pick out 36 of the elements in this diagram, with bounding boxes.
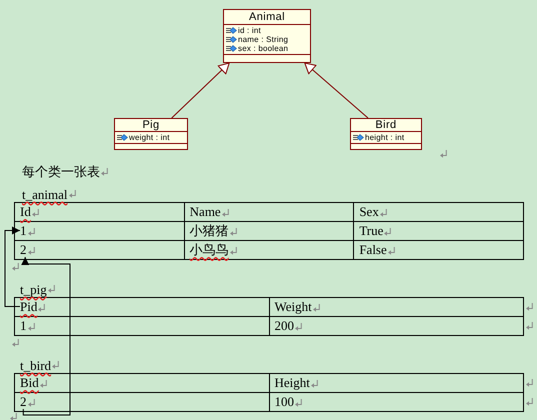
cell-text: True (359, 223, 384, 238)
cell-text: Bid (20, 375, 39, 390)
generalization-arrow (171, 62, 230, 118)
class-name: Animal (248, 11, 286, 23)
attribute-text: weight : int (129, 133, 170, 142)
table-caption: t_bird (20, 358, 52, 372)
table-caption: t_pig (20, 282, 47, 296)
cell-text: Pid (20, 299, 38, 314)
arrow (4, 226, 20, 307)
cell-text: 100 (274, 394, 294, 409)
class-name: Pig (142, 119, 160, 131)
cell-text: 小猪猪 (190, 223, 229, 238)
note-text: 每个类一张表 (22, 164, 100, 179)
cell-text: 200 (274, 318, 294, 333)
generalization-arrow (304, 62, 368, 118)
arrow (21, 256, 70, 416)
class-name: Bird (375, 119, 397, 131)
cell-text: Weight (274, 299, 312, 314)
class-box (350, 118, 422, 150)
cell-text: 2 (20, 394, 26, 409)
cell-text: Sex (359, 204, 379, 219)
cell-text: Height (274, 375, 310, 390)
cell-text: 小鸟鸟 (190, 242, 229, 257)
cell-text: False (359, 242, 387, 257)
attribute-text: name : String (238, 35, 288, 44)
table-caption: t_animal (22, 186, 68, 202)
class-box (223, 9, 311, 63)
cell-text: 1 (20, 318, 26, 333)
attribute-text: id : int (238, 26, 261, 35)
cell-text: 2 (20, 242, 26, 257)
cell-text: Name (190, 204, 221, 219)
class-box (114, 118, 188, 150)
attribute-text: sex : boolean (238, 44, 288, 53)
cell-text: Id (20, 204, 31, 219)
attribute-text: height : int (365, 133, 404, 142)
cell-text: 1 (20, 223, 26, 238)
